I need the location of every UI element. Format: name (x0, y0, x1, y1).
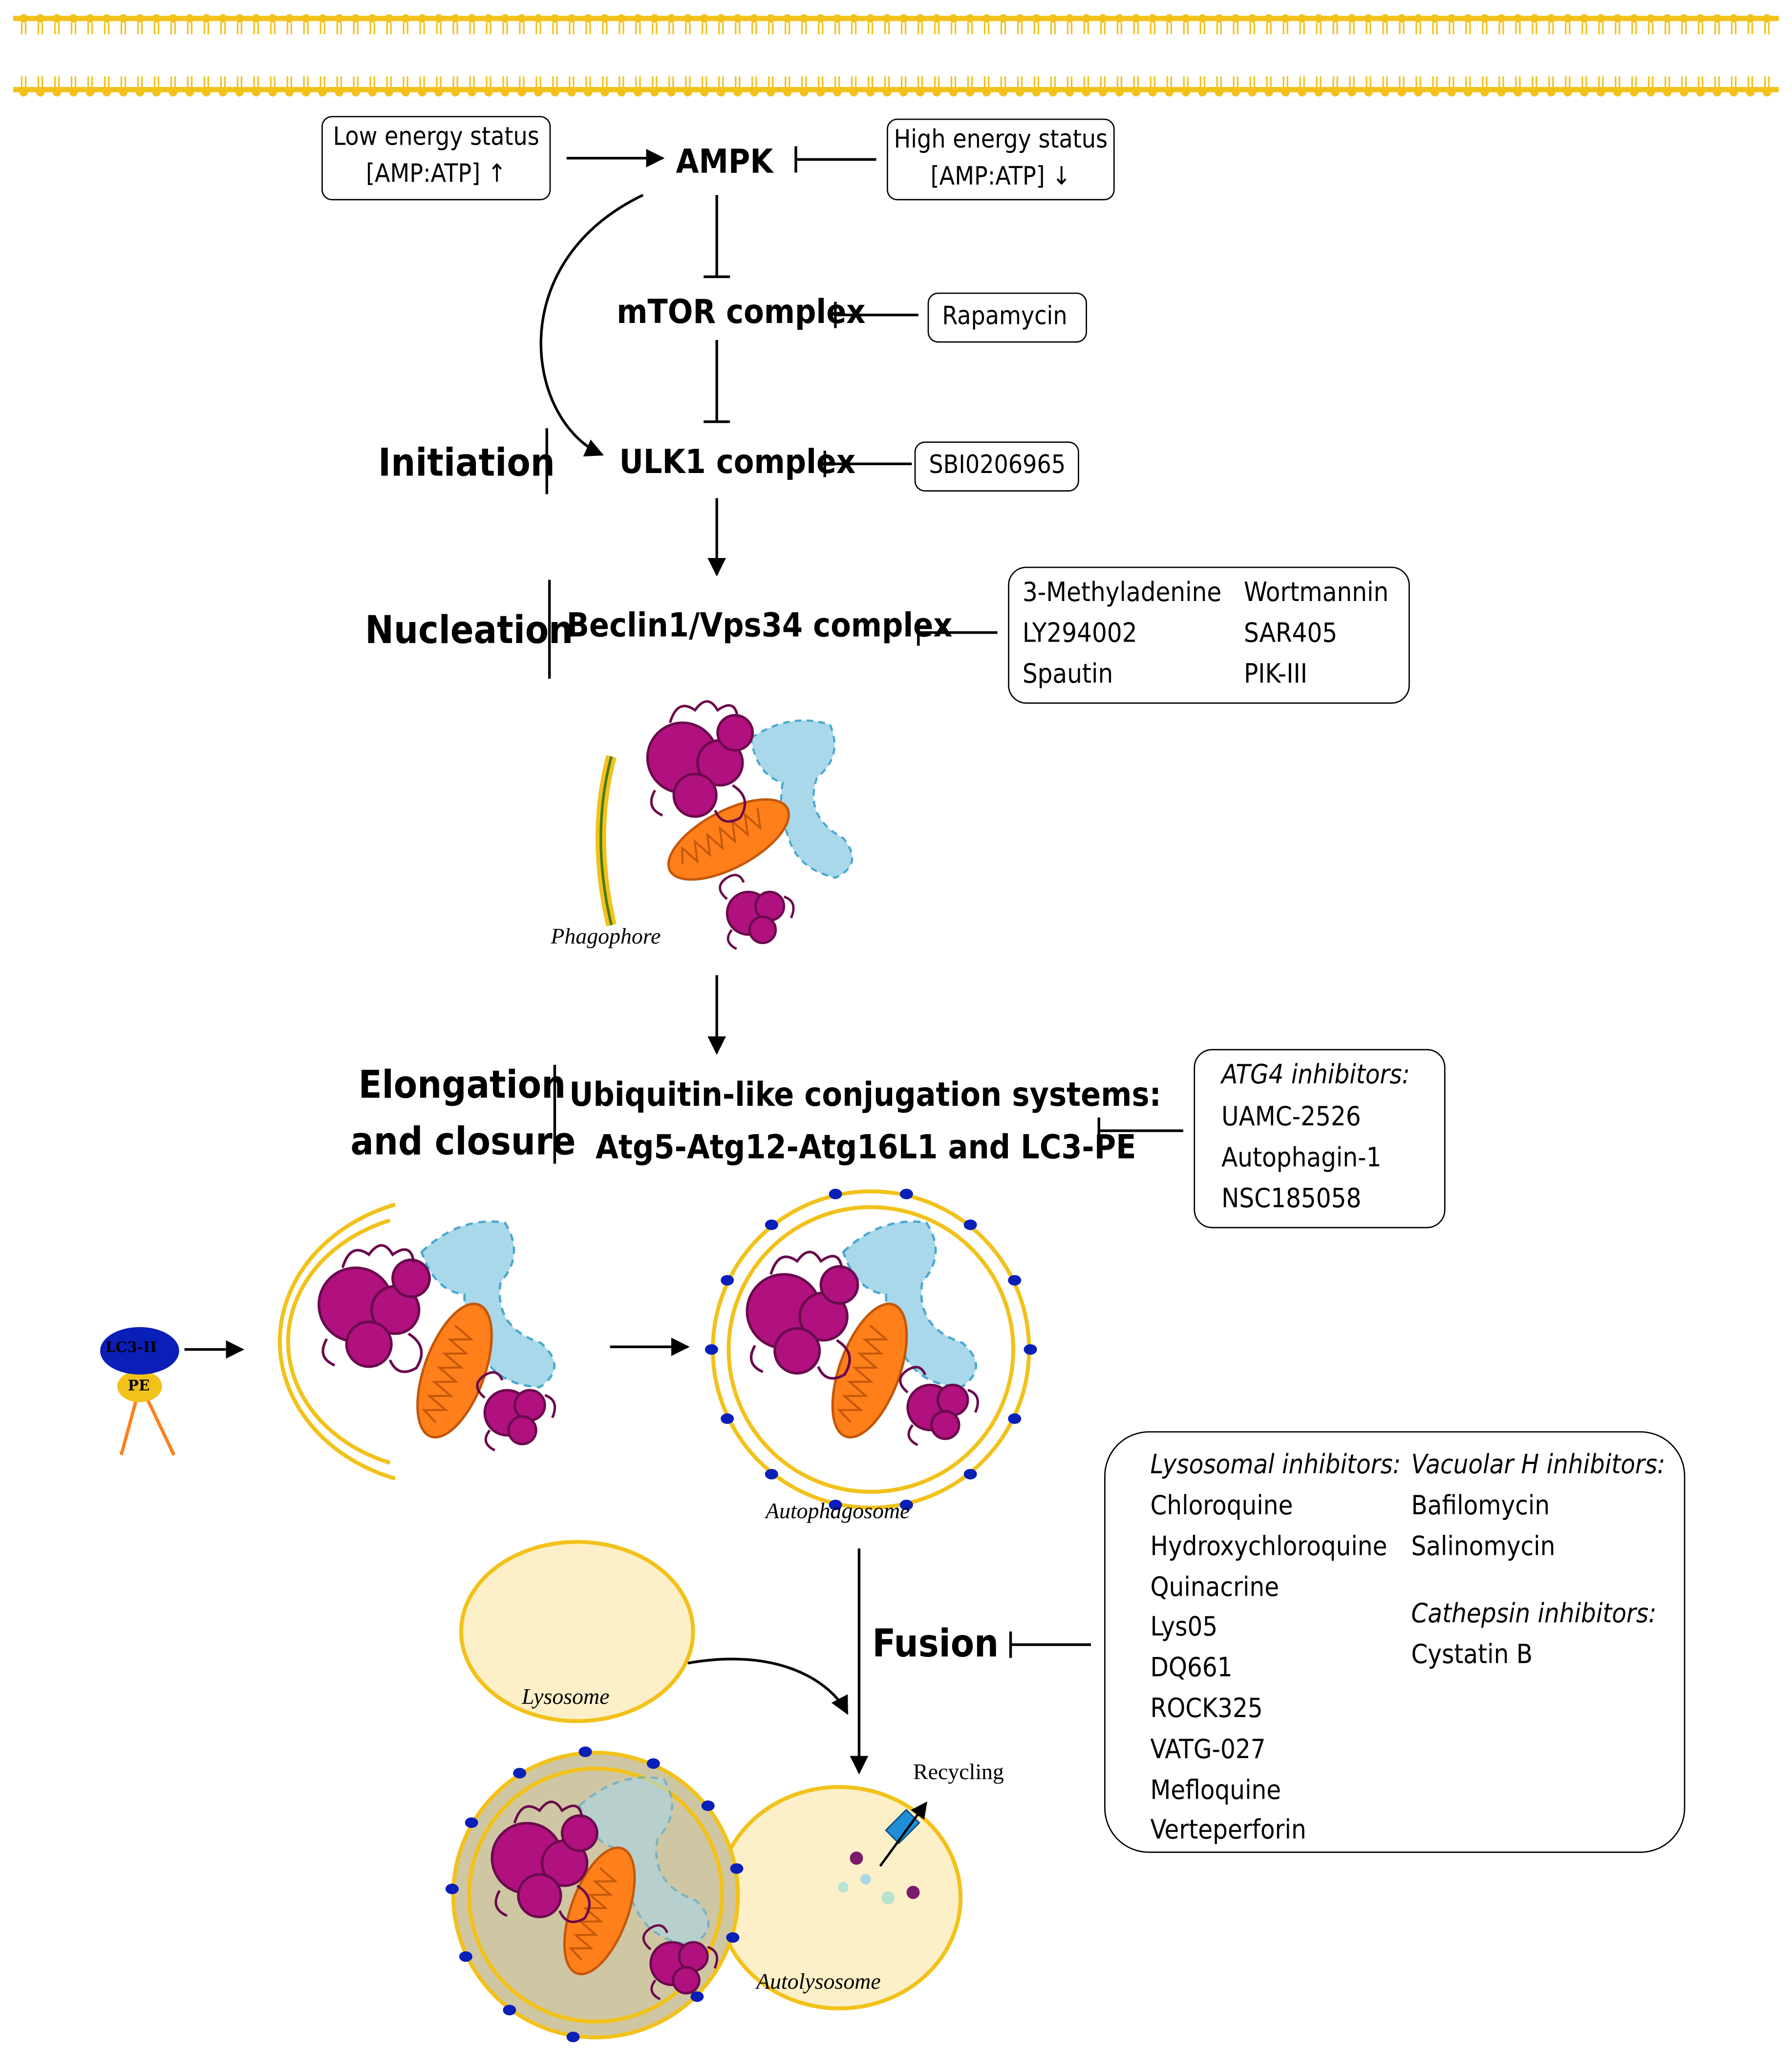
autophagosome (704, 1188, 1037, 1510)
stage-initiation: Initiation (378, 440, 555, 485)
lysosome (459, 1540, 695, 1723)
high-energy-line1: High energy status (894, 125, 1108, 154)
lyso-item: VATG-027 (1150, 1733, 1266, 1764)
high-energy-line2: [AMP:ATP] ↓ (930, 162, 1071, 192)
plasma-membrane (13, 13, 1779, 98)
recycling-label: Recycling (913, 1759, 1004, 1784)
atg4-item: UAMC-2526 (1221, 1100, 1361, 1132)
lyso-item: Verteperforin (1150, 1814, 1306, 1846)
sbi-box: SBI0206965 (914, 441, 1079, 492)
lyso-item: DQ661 (1150, 1651, 1233, 1683)
lysosome-label: Lysosome (522, 1684, 610, 1710)
fusion-inhibitors-box: Lysosomal inhibitors: Vacuolar H inhibit… (1104, 1431, 1685, 1853)
pe-label: PE (128, 1377, 150, 1395)
stage-fusion: Fusion (872, 1621, 999, 1666)
ampk-label: AMPK (676, 142, 773, 181)
lyso-item: Mefloquine (1150, 1773, 1281, 1805)
atg4-inhibitors-box: ATG4 inhibitors: UAMC-2526 Autophagin-1 … (1194, 1049, 1446, 1228)
inhibitor-item: Wortmannin (1243, 576, 1389, 608)
atg4-title: ATG4 inhibitors: (1221, 1058, 1410, 1090)
lc3-pe-molecule (100, 1327, 179, 1456)
vac-item: Salinomycin (1411, 1530, 1556, 1562)
cath-title: Cathepsin inhibitors: (1411, 1597, 1657, 1629)
elongating-membrane (277, 1203, 558, 1481)
lyso-item: Hydroxychloroquine (1150, 1529, 1387, 1562)
rapamycin-box: Rapamycin (927, 292, 1088, 343)
autophagosome-label: Autophagosome (765, 1498, 910, 1524)
ulk1-label: ULK1 complex (619, 443, 856, 481)
phagophore (596, 701, 852, 948)
stage-elongation-line2: and closure (350, 1118, 576, 1164)
beclin-label: Beclin1/Vps34 complex (566, 606, 953, 645)
ubiquitin-line2: Atg5-Atg12-Atg16L1 and LC3-PE (596, 1128, 1136, 1166)
ubiquitin-line1: Ubiquitin-like conjugation systems: (569, 1075, 1161, 1114)
high-energy-box: High energy status [AMP:ATP] ↓ (887, 118, 1115, 200)
atg4-item: NSC185058 (1221, 1182, 1362, 1214)
inhibitor-item: SAR405 (1243, 617, 1338, 648)
phagophore-label: Phagophore (551, 924, 661, 949)
arrow-ampk-ulk1 (539, 194, 644, 457)
low-energy-line2: [AMP:ATP] ↑ (366, 159, 507, 189)
inhibitor-item: PIK-III (1243, 657, 1308, 689)
low-energy-box: Low energy status [AMP:ATP] ↑ (321, 116, 551, 200)
lyso-item: Lys05 (1150, 1611, 1218, 1643)
lyso-item: Quinacrine (1150, 1570, 1280, 1602)
atg4-item: Autophagin-1 (1221, 1141, 1382, 1173)
mtor-label: mTOR complex (617, 292, 866, 331)
sbi-label: SBI0206965 (929, 451, 1066, 480)
lyso-item: Chloroquine (1150, 1489, 1293, 1521)
vac-item: Bafilomycin (1411, 1489, 1550, 1521)
stage-elongation-line1: Elongation (358, 1062, 566, 1107)
autolysosome (445, 1746, 963, 2042)
rapamycin-label: Rapamycin (942, 301, 1067, 331)
vac-title: Vacuolar H inhibitors: (1411, 1448, 1665, 1480)
lyso-item: ROCK325 (1150, 1692, 1263, 1724)
lc3-label: LC3-II (105, 1339, 157, 1356)
inhibitor-item: Spautin (1022, 657, 1113, 689)
autolysosome-label: Autolysosome (756, 1969, 881, 1994)
cath-item: Cystatin B (1411, 1638, 1533, 1670)
low-energy-line1: Low energy status (333, 122, 539, 152)
lyso-title: Lysosomal inhibitors: (1150, 1448, 1401, 1480)
stage-nucleation: Nucleation (365, 607, 574, 653)
arrow-lysosome-fusion (687, 1657, 849, 1715)
inhibitor-item: 3-Methyladenine (1022, 576, 1222, 608)
nucleation-inhibitors-box: 3-Methyladenine LY294002 Spautin Wortman… (1008, 566, 1410, 704)
inhibitor-item: LY294002 (1022, 617, 1137, 648)
